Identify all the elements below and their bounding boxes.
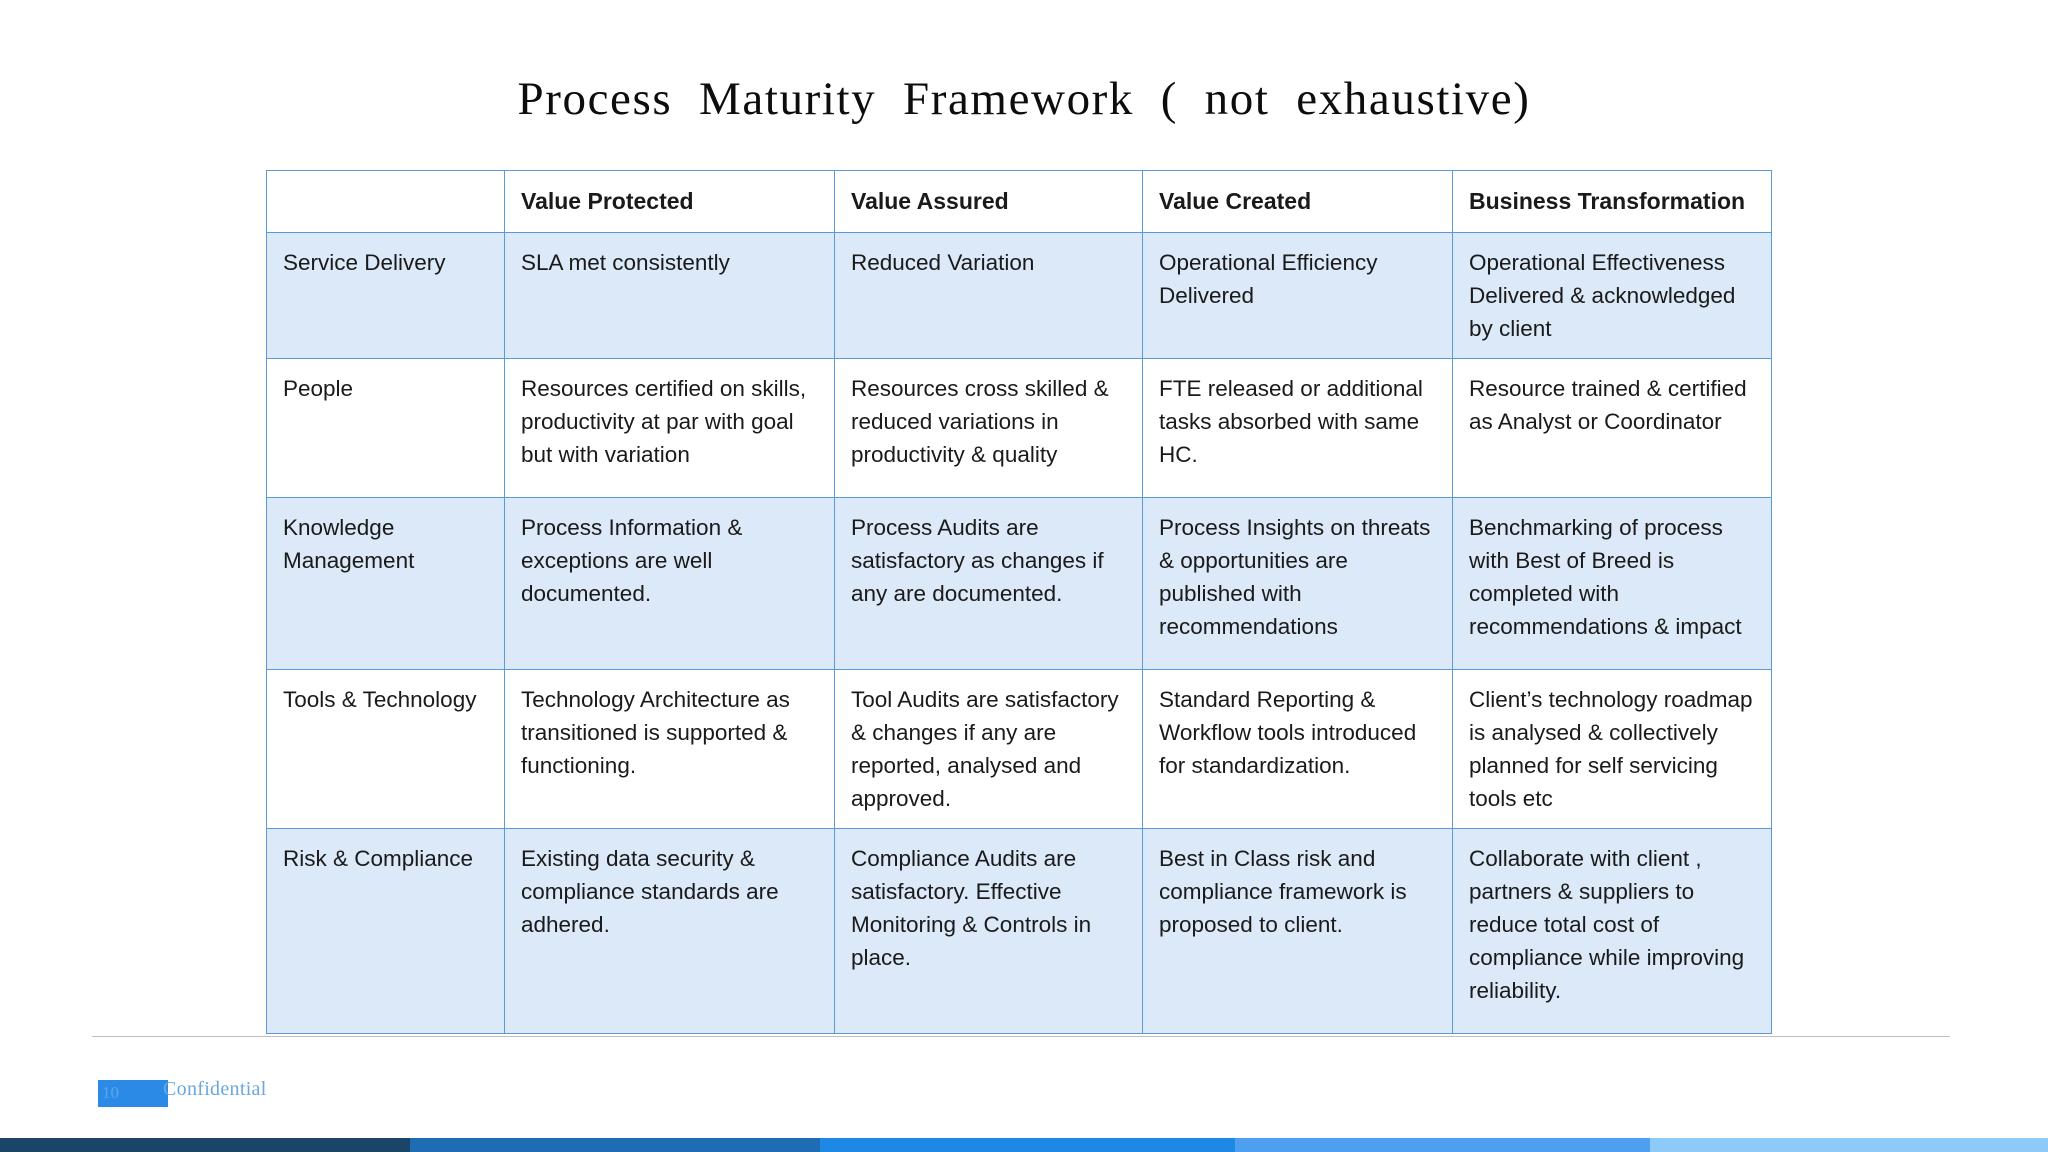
cell-knowledge-management-value-created: Process Insights on threats & opportunit… — [1142, 497, 1453, 670]
bar-segment-5 — [1650, 1138, 2048, 1152]
cell-tools-technology-value-assured: Tool Audits are satisfactory & changes i… — [834, 669, 1143, 829]
row-header-service-delivery: Service Delivery — [266, 232, 505, 359]
cell-risk-compliance-business-transformation: Collaborate with client , partners & sup… — [1452, 828, 1772, 1034]
cell-people-value-protected: Resources certified on skills, productiv… — [504, 358, 835, 498]
confidential-label: Confidential — [163, 1078, 267, 1100]
page-number: 10 — [102, 1083, 119, 1102]
cell-people-value-assured: Resources cross skilled & reduced variat… — [834, 358, 1143, 498]
table-corner-cell — [266, 170, 505, 233]
page-title: Process Maturity Framework ( not exhaust… — [517, 73, 1531, 125]
page-number-chip: 10 — [98, 1080, 168, 1107]
column-header-value-assured: Value Assured — [834, 170, 1143, 233]
table-row: Tools & Technology Technology Architectu… — [266, 669, 1772, 829]
cell-tools-technology-value-created: Standard Reporting & Workflow tools intr… — [1142, 669, 1453, 829]
bar-segment-3 — [820, 1138, 1235, 1152]
row-header-people: People — [266, 358, 505, 498]
column-header-value-created: Value Created — [1142, 170, 1453, 233]
table-row: Knowledge Management Process Information… — [266, 497, 1772, 670]
row-header-risk-compliance: Risk & Compliance — [266, 828, 505, 1034]
cell-service-delivery-value-assured: Reduced Variation — [834, 232, 1143, 359]
bar-segment-4 — [1235, 1138, 1650, 1152]
table-row: People Resources certified on skills, pr… — [266, 358, 1772, 498]
cell-knowledge-management-business-transformation: Benchmarking of process with Best of Bre… — [1452, 497, 1772, 670]
cell-service-delivery-value-protected: SLA met consistently — [504, 232, 835, 359]
process-maturity-table: Value Protected Value Assured Value Crea… — [266, 170, 1772, 1034]
cell-risk-compliance-value-assured: Compliance Audits are satisfactory. Effe… — [834, 828, 1143, 1034]
cell-people-value-created: FTE released or additional tasks absorbe… — [1142, 358, 1453, 498]
cell-knowledge-management-value-assured: Process Audits are satisfactory as chang… — [834, 497, 1143, 670]
footer-divider — [92, 1036, 1950, 1037]
cell-knowledge-management-value-protected: Process Information & exceptions are wel… — [504, 497, 835, 670]
row-header-knowledge-management: Knowledge Management — [266, 497, 505, 670]
cell-tools-technology-value-protected: Technology Architecture as transitioned … — [504, 669, 835, 829]
column-header-business-transformation: Business Transformation — [1452, 170, 1772, 233]
bar-segment-2 — [410, 1138, 820, 1152]
table-header-row: Value Protected Value Assured Value Crea… — [266, 170, 1772, 233]
cell-tools-technology-business-transformation: Client’s technology roadmap is analysed … — [1452, 669, 1772, 829]
row-header-tools-technology: Tools & Technology — [266, 669, 505, 829]
table-row: Risk & Compliance Existing data security… — [266, 828, 1772, 1034]
cell-service-delivery-value-created: Operational Efficiency Delivered — [1142, 232, 1453, 359]
cell-risk-compliance-value-created: Best in Class risk and compliance framew… — [1142, 828, 1453, 1034]
column-header-value-protected: Value Protected — [504, 170, 835, 233]
cell-risk-compliance-value-protected: Existing data security & compliance stan… — [504, 828, 835, 1034]
table-row: Service Delivery SLA met consistently Re… — [266, 232, 1772, 359]
bottom-color-bar — [0, 1138, 2048, 1152]
bar-segment-1 — [0, 1138, 410, 1152]
cell-service-delivery-business-transformation: Operational Effectiveness Delivered & ac… — [1452, 232, 1772, 359]
cell-people-business-transformation: Resource trained & certified as Analyst … — [1452, 358, 1772, 498]
